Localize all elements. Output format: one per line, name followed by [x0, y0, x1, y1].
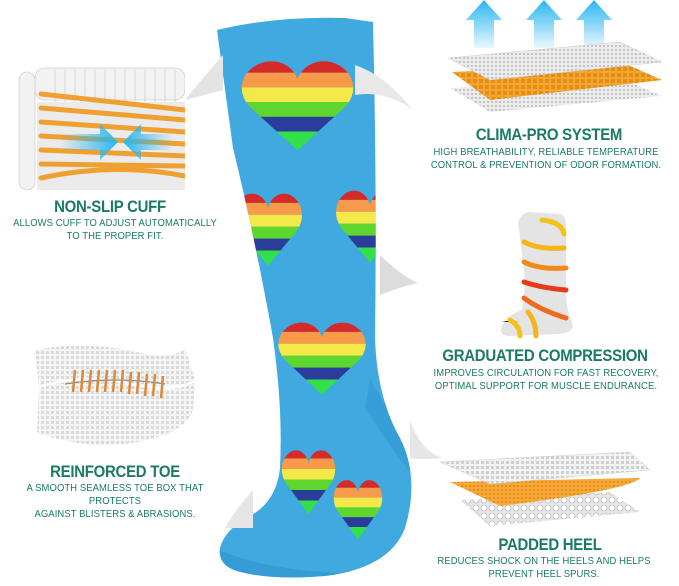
compression-illustration [500, 210, 610, 340]
feature-desc-padded-heel: REDUCES SHOCK ON THE HEELS AND HELPS PRE… [437, 555, 651, 580]
feature-title-graduated-compression: GRADUATED COMPRESSION [442, 346, 648, 365]
heel-illustration [440, 440, 660, 530]
pointer-cuff [185, 55, 223, 100]
leg-compression-icon [501, 212, 573, 339]
feature-desc-graduated-compression: IMPROVES CIRCULATION FOR FAST RECOVERY, … [433, 367, 659, 392]
pointer-compression [380, 255, 418, 295]
seamless-toe-mesh-icon [35, 345, 195, 445]
feature-title-reinforced-toe: REINFORCED TOE [50, 462, 180, 481]
padded-heel-layers-icon [440, 451, 651, 526]
cuff-fabric-icon [18, 67, 185, 191]
feature-title-padded-heel: PADDED HEEL [498, 535, 602, 554]
feature-desc-non-slip-cuff: ALLOWS CUFF TO ADJUST AUTOMATICALLY TO T… [13, 217, 217, 242]
sock-icon [217, 17, 412, 578]
feature-title-clima-pro-system: CLIMA-PRO SYSTEM [475, 125, 623, 144]
pointer-toe [225, 490, 253, 528]
cuff-illustration [15, 62, 185, 192]
feature-title-non-slip-cuff: NON-SLIP CUFF [54, 197, 166, 216]
toe-illustration [25, 340, 195, 450]
clima-illustration [430, 0, 670, 118]
pointer-clima [355, 65, 413, 110]
feature-desc-clima-pro-system: HIGH BREATHABILITY, RELIABLE TEMPERATURE… [430, 146, 662, 171]
rainbow-heart-sock-image [215, 8, 415, 586]
pointer-heel [410, 420, 442, 459]
feature-desc-reinforced-toe: A SMOOTH SEAMLESS TOE BOX THAT PROTECTS … [26, 482, 204, 520]
breathable-layers-icon [447, 0, 663, 112]
